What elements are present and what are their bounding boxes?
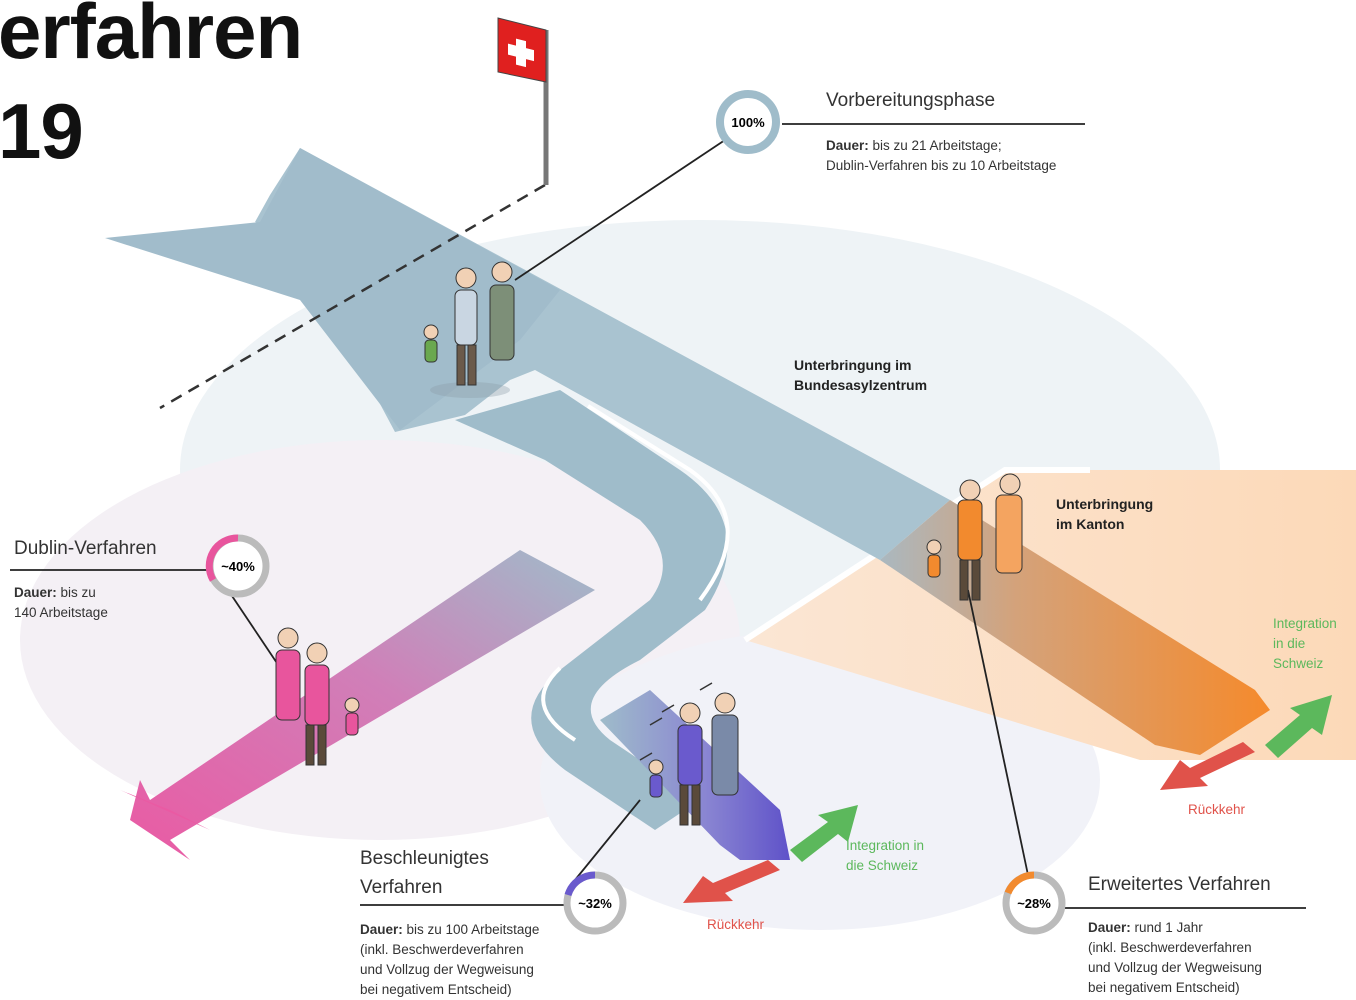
vorbereitung-dauer-text: bis zu 21 Arbeitstage; [868, 138, 1002, 153]
ring-beschleunigt [563, 871, 627, 935]
erweitert-line4: bei negativem Entscheid) [1088, 980, 1240, 995]
dublin-route [130, 550, 595, 860]
swiss-flag-icon [497, 17, 549, 185]
erweitert-dauer-text: rund 1 Jahr [1130, 920, 1203, 935]
percent-erweitert: ~28% [1017, 896, 1051, 911]
family-figures-dublin [275, 627, 360, 766]
beschleunigt-dauer-label: Dauer: [360, 922, 403, 937]
border-line [159, 183, 546, 410]
dublin-duration: Dauer: bis zu 140 Arbeitstage [14, 583, 108, 623]
branch-path-highlight [586, 404, 730, 602]
beschleunigt-dauer-text: bis zu 100 Arbeitstage [402, 922, 540, 937]
ring-erweitert [1002, 871, 1066, 935]
dublin-arrow [120, 790, 210, 830]
dublin-dauer-line2: 140 Arbeitstage [14, 605, 108, 620]
branch-path [455, 390, 728, 830]
integration-arrow-mid [790, 805, 858, 862]
vorbereitung-dauer-line2: Dublin-Verfahren bis zu 10 Arbeitstage [826, 158, 1057, 173]
page-title-line2: 19 [0, 87, 84, 175]
label-rueckkehr-right: Rückkehr [1188, 802, 1246, 817]
family-figures-start [423, 261, 515, 398]
main-path-upper [105, 148, 560, 430]
percent-beschleunigt: ~32% [578, 896, 612, 911]
erweitert-line2: (inkl. Beschwerdeverfahren [1088, 940, 1252, 955]
percent-dublin: ~40% [221, 559, 255, 574]
erweitert-duration: Dauer: rund 1 Jahr (inkl. Beschwerdeverfa… [1088, 918, 1308, 998]
beschleunigt-line4: bei negativem Entscheid) [360, 982, 512, 997]
dublin-dauer-label: Dauer: [14, 585, 57, 600]
label-bund-line1: Unterbringung im [794, 357, 912, 373]
label-kanton: Unterbringung im Kanton [1056, 494, 1153, 534]
integration-mid-line2: die Schweiz [846, 858, 919, 873]
rueckkehr-arrow-mid [683, 860, 780, 903]
beschleunigt-title-line2: Verfahren [360, 877, 443, 898]
rueckkehr-arrow-right [1160, 742, 1255, 790]
integration-right-line3: Schweiz [1273, 656, 1324, 671]
erweitert-line3: und Vollzug der Wegweisung [1088, 960, 1262, 975]
page-title-line1: erfahren [0, 0, 303, 75]
label-kanton-line1: Unterbringung [1056, 496, 1154, 512]
ring-dublin [205, 534, 270, 598]
percent-vorbereitung: 100% [731, 115, 765, 130]
vorbereitung-duration: Dauer: bis zu 21 Arbeitstage; Dublin-Verf… [826, 136, 1126, 176]
family-figures-canton [926, 473, 1023, 601]
dublin-dauer-text: bis zu [56, 585, 96, 600]
ring-vorbereitung [716, 90, 780, 154]
pointer-lines [10, 123, 1306, 909]
dublin-title: Dublin-Verfahren [14, 538, 157, 559]
canton-area-edge [743, 467, 1090, 643]
integration-right-line1: Integration [1273, 616, 1337, 631]
beschleunigt-line3: und Vollzug der Wegweisung [360, 962, 534, 977]
vorbereitung-title: Vorbereitungsphase [826, 90, 996, 111]
vorbereitung-dauer-label: Dauer: [826, 138, 869, 153]
label-integration-mid: Integration in die Schweiz [846, 836, 924, 876]
family-figures-beschleunigt [639, 682, 739, 826]
erweitert-dauer-label: Dauer: [1088, 920, 1131, 935]
integration-mid-line1: Integration in [846, 838, 925, 853]
erweitert-title: Erweitertes Verfahren [1088, 874, 1271, 895]
label-kanton-line2: im Kanton [1056, 516, 1125, 532]
beschleunigt-title-line1: Beschleunigtes [360, 848, 489, 869]
label-rueckkehr-mid: Rückkehr [707, 917, 765, 932]
integration-arrow-right [1265, 695, 1332, 758]
label-bundesasylzentrum: Unterbringung im Bundesasylzentrum [794, 355, 927, 395]
beschleunigt-line2: (inkl. Beschwerdeverfahren [360, 942, 524, 957]
beschleunigt-duration: Dauer: bis zu 100 Arbeitstage (inkl. Besc… [360, 920, 570, 1000]
integration-right-line2: in die [1273, 636, 1306, 651]
label-bund-line2: Bundesasylzentrum [794, 377, 928, 393]
